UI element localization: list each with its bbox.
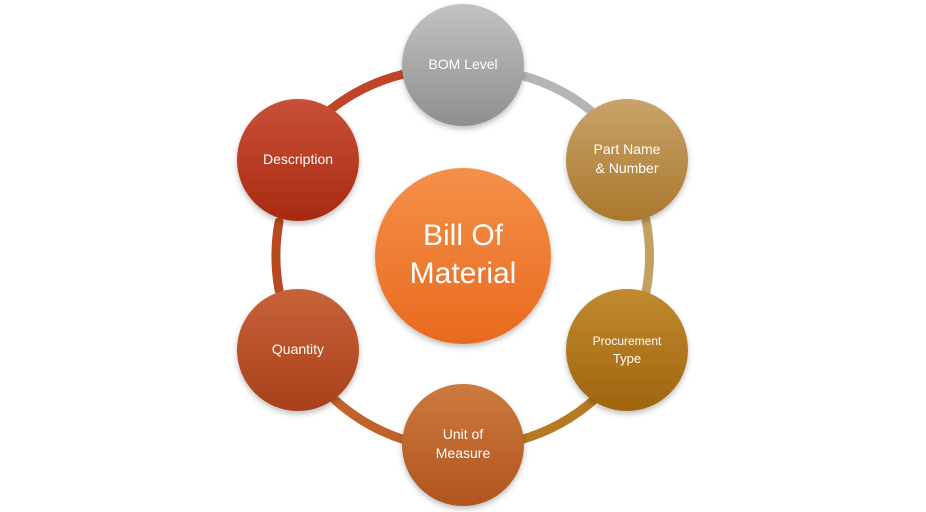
node-bom-level: BOM Level [402,4,524,126]
node-part-name-number: Part Name & Number [566,99,688,221]
connector-arc-qty-to-desc [271,217,284,295]
node-quantity: Quantity [237,289,359,411]
connector-arc-proc-to-uom [515,393,601,445]
connector-arc-bom-to-part [515,70,595,115]
node-quantity-label: Quantity [272,341,324,357]
connector-arc-part-to-proc [641,215,654,297]
center-node: Bill Of Material [375,168,551,344]
node-unit-of-measure-label-line2: Measure [436,445,491,461]
center-title-line1: Bill Of [423,219,504,252]
node-description: Description [237,99,359,221]
node-bom-level-label: BOM Level [428,56,497,72]
node-part-name-number-label-line1: Part Name [594,141,661,157]
node-unit-of-measure: Unit of Measure [402,384,524,506]
connector-ring [271,69,654,445]
node-procurement-type-label-line1: Procurement [593,334,662,348]
node-procurement-type: Procurement Type [566,289,688,411]
connector-arc-desc-to-bom [325,69,409,115]
center-title-line2: Material [410,257,517,290]
node-unit-of-measure-label-line1: Unit of [443,426,484,442]
node-part-name-number-label-line2: & Number [595,160,658,176]
node-description-label: Description [263,151,333,167]
node-procurement-type-label-line2: Type [613,351,641,366]
connector-arc-uom-to-qty [330,395,410,445]
